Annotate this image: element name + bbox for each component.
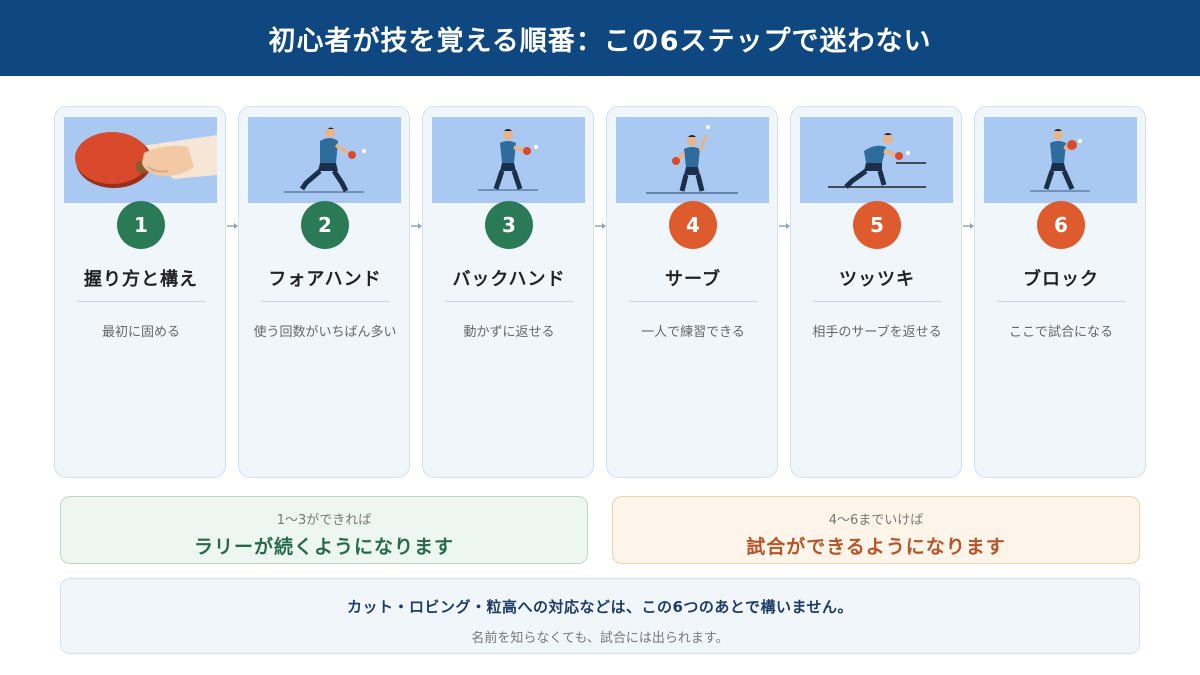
arrow-right-icon [595,223,606,229]
step-description: 相手のサーブを返せる [812,325,942,340]
step-title: 握り方と構え [84,269,198,290]
step-description: ここで試合になる [1008,325,1113,340]
rally-note-condition: 1〜3ができれば [276,513,372,528]
step-card-1: 1 握り方と構え 最初に固める [54,106,226,478]
serve-player-icon [616,117,769,203]
step-description: 動かずに返せる [463,325,555,340]
backhand-player-icon [432,117,585,203]
divider [813,301,941,302]
step-card-6: 6 ブロック ここで試合になる [974,106,1146,478]
step-card-3: 3 バックハンド 動かずに返せる [422,106,594,478]
step-card-5: 5 ツッツキ 相手のサーブを返せる [790,106,962,478]
forehand-player-icon [248,117,401,203]
footer-sub-text: 名前を知らなくても、試合には出られます。 [471,631,729,646]
step-description: 一人で練習できる [641,325,745,340]
page-title: 初心者が技を覚える順番：この6ステップで迷わない [268,25,932,57]
divider [997,301,1125,302]
step-cards: 1 握り方と構え 最初に固める 2 フォアハンド [54,106,1147,478]
match-note: 4〜6までいけば 試合ができるようになります [612,496,1140,564]
step-title: ブロック [1023,269,1099,290]
match-note-condition: 4〜6までいけば [828,513,924,528]
step-description: 最初に固める [101,325,180,340]
header-banner: 初心者が技を覚える順番：この6ステップで迷わない [0,0,1200,76]
push-player-icon [800,117,953,203]
rally-note-result: ラリーが続くようになります [193,536,454,558]
arrow-right-icon [779,223,790,229]
footer-note: カット・ロビング・粒高への対応などは、この6つのあとで構いません。 名前を知らな… [60,578,1140,654]
arrow-right-icon [227,223,238,229]
match-note-result: 試合ができるようになります [746,536,1006,558]
step-number-badge: 5 [853,201,901,249]
divider [445,301,573,302]
step-title: ツッツキ [839,269,915,290]
arrow-right-icon [411,223,422,229]
step-number-badge: 2 [301,201,349,249]
step-description: 使う回数がいちばん多い [253,325,397,340]
step-card-4: 4 サーブ 一人で練習できる [606,106,778,478]
step-number-badge: 6 [1037,201,1085,249]
divider [629,301,757,302]
step-number-badge: 1 [117,201,165,249]
step-card-2: 2 フォアハンド 使う回数がいちばん多い [238,106,410,478]
divider [77,301,205,302]
step-number-badge: 3 [485,201,533,249]
divider [261,301,389,302]
arrow-right-icon [963,223,974,229]
paddle-grip-icon [64,117,217,203]
step-title: バックハンド [452,269,566,290]
step-title: フォアハンド [268,269,382,290]
step-number-badge: 4 [669,201,717,249]
block-player-icon [984,117,1137,203]
footer-main-text: カット・ロビング・粒高への対応などは、この6つのあとで構いません。 [346,598,854,616]
rally-note: 1〜3ができれば ラリーが続くようになります [60,496,588,564]
step-title: サーブ [665,269,721,290]
